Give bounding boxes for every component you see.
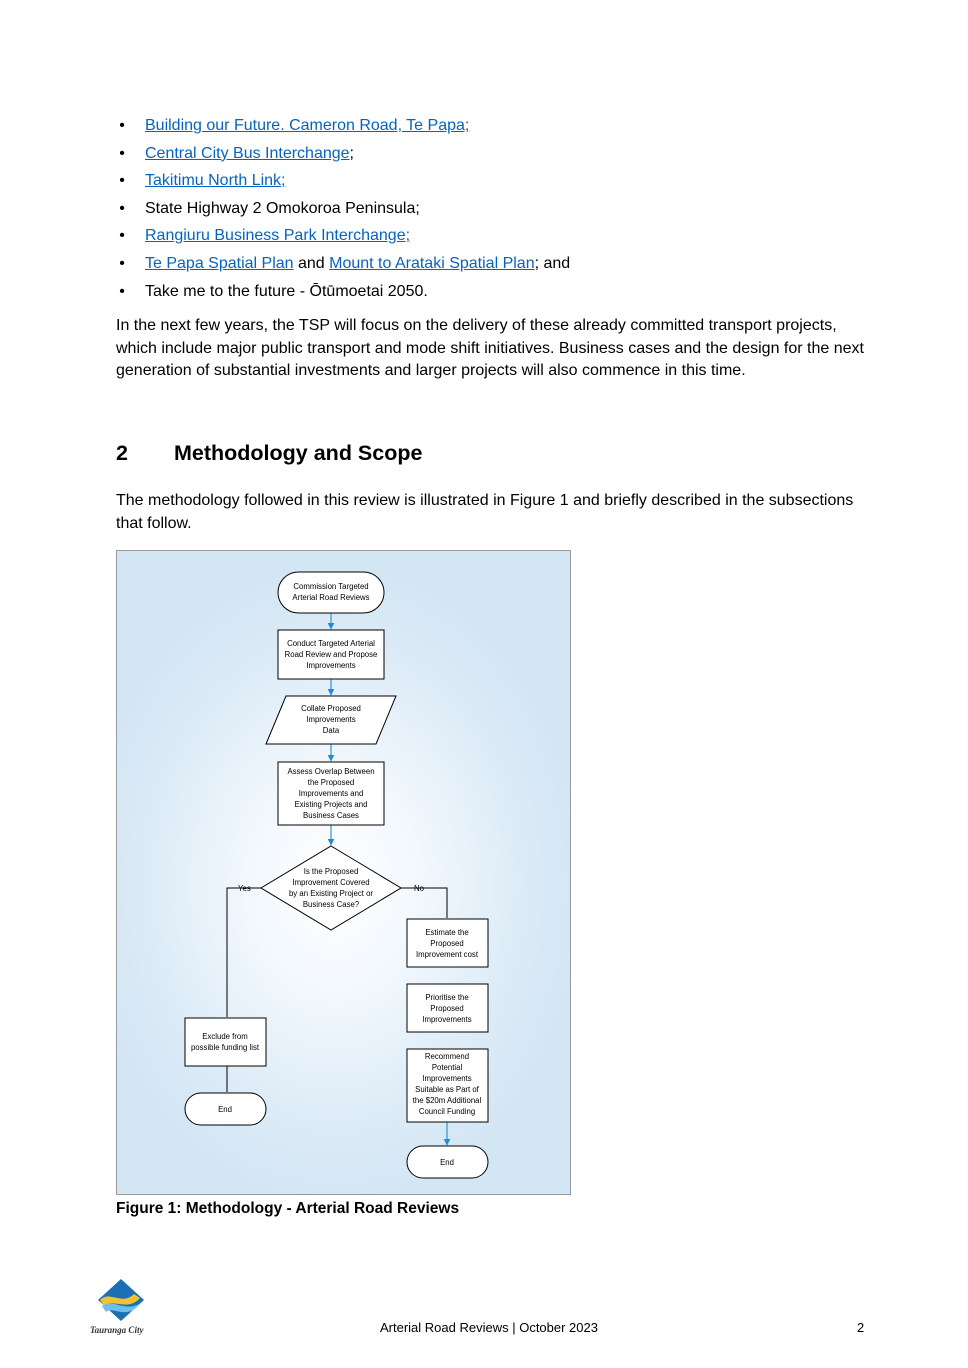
link-building-our-future[interactable]: Building our Future. Cameron Road, Te Pa… <box>145 117 470 134</box>
link-takitimu-north-link[interactable]: Takitimu North Link; <box>145 172 286 190</box>
prioritise-line-2: Proposed <box>430 1004 463 1013</box>
recommend-line-5: the $20m Additional <box>413 1096 482 1105</box>
branch-no <box>401 887 448 918</box>
link-te-papa-spatial-plan[interactable]: Te Papa Spatial Plan <box>145 254 294 272</box>
list-item-tail: ; and <box>534 254 571 272</box>
bullet-icon: • <box>119 282 125 300</box>
estimate-line-3: Improvement cost <box>416 950 479 959</box>
end-terminal-left <box>184 1092 267 1126</box>
end-right-label: End <box>440 1158 454 1167</box>
list-item: • Takitimu North Link; <box>116 169 876 197</box>
section-number: 2 <box>116 441 128 465</box>
link-central-city-bus-interchange[interactable]: Central City Bus Interchange <box>145 144 350 162</box>
project-bullet-list: • Building our Future. Cameron Road, Te P… <box>116 114 876 307</box>
exclude-line-2: possible funding list <box>191 1043 260 1052</box>
recommend-line-4: Suitable as Part of <box>415 1085 480 1094</box>
decision-diamond <box>260 845 402 931</box>
bullet-icon: • <box>119 254 125 272</box>
logo-text: Tauranga City <box>90 1325 144 1335</box>
list-item-tail: ; <box>349 144 354 162</box>
collate-line-2: Improvements <box>306 715 355 724</box>
recommend-line-1: Recommend <box>425 1052 469 1061</box>
methodology-paragraph: The methodology followed in this review … <box>116 492 854 532</box>
exclude-box <box>184 1017 267 1067</box>
review-line-3: Improvements <box>306 661 355 670</box>
logo-wave-blue <box>102 1302 142 1313</box>
bullet-icon: • <box>119 117 125 134</box>
estimate-cost-box <box>406 918 489 968</box>
decision-line-1: Is the Proposed <box>304 867 359 876</box>
assess-line-2: the Proposed <box>308 778 354 787</box>
bullet-icon: • <box>119 172 125 190</box>
list-item: • Central City Bus Interchange; <box>116 142 876 170</box>
review-process-box <box>277 629 385 680</box>
prioritise-box <box>406 983 489 1033</box>
collate-line-3: Data <box>323 726 340 735</box>
prioritise-line-1: Prioritise the <box>425 993 468 1002</box>
recommend-line-2: Potential <box>432 1063 463 1072</box>
recommend-line-3: Improvements <box>422 1074 471 1083</box>
list-item: • Building our Future. Cameron Road, Te P… <box>116 114 876 142</box>
assess-overlap-box <box>277 761 385 826</box>
methodology-flowchart: Yes No Commission Targeted Arterial Road… <box>184 571 489 1179</box>
assess-line-5: Business Cases <box>303 811 359 820</box>
list-item-mid: and <box>293 254 330 272</box>
bullet-icon: • <box>119 144 125 162</box>
estimate-line-1: Estimate the <box>425 928 468 937</box>
branch-yes <box>226 887 261 1017</box>
page-number: 2 <box>857 1320 865 1335</box>
review-line-2: Road Review and Propose <box>285 650 378 659</box>
decision-line-2: Improvement Covered <box>292 878 369 887</box>
methodology-figure: Yes No Commission Targeted Arterial Road… <box>116 550 571 1195</box>
list-item: • Te Papa Spatial Plan and Mount to Arata… <box>116 252 876 280</box>
collate-data-box <box>265 695 397 745</box>
assess-line-1: Assess Overlap Between <box>287 767 374 776</box>
list-item: • State Highway 2 Omokoroa Peninsula; <box>116 197 876 225</box>
assess-line-4: Existing Projects and <box>295 800 368 809</box>
no-label: No <box>414 884 425 893</box>
assess-line-3: Improvements and <box>299 789 364 798</box>
decision-line-4: Business Case? <box>303 900 360 909</box>
end-left-label: End <box>218 1105 232 1114</box>
end-terminal-right <box>406 1145 489 1179</box>
start-line-1: Commission Targeted <box>293 582 368 591</box>
tauranga-city-logo: Tauranga City <box>90 1279 144 1335</box>
recommend-line-6: Council Funding <box>419 1107 475 1116</box>
link-mount-to-arataki-spatial-plan[interactable]: Mount to Arataki Spatial Plan <box>329 254 535 272</box>
start-line-2: Arterial Road Reviews <box>292 593 369 602</box>
bullet-icon: • <box>119 227 125 245</box>
list-item: • Take me to the future - Ōtūmoetai 2050. <box>116 280 876 308</box>
start-terminal <box>277 571 385 614</box>
prioritise-line-3: Improvements <box>422 1015 471 1024</box>
decision-line-3: by an Existing Project or <box>289 889 373 898</box>
list-item-text: Take me to the future - Ōtūmoetai 2050. <box>145 282 428 300</box>
review-line-1: Conduct Targeted Arterial <box>287 639 375 648</box>
list-item: • Rangiuru Business Park Interchange; <box>116 224 876 252</box>
collate-line-1: Collate Proposed <box>301 704 361 713</box>
recommend-box <box>406 1048 489 1123</box>
footer-title: Arterial Road Reviews | October 2023 <box>380 1320 598 1335</box>
estimate-line-2: Proposed <box>430 939 463 948</box>
yes-label: Yes <box>238 884 251 893</box>
intro-paragraph: In the next few years, the TSP will focu… <box>116 317 864 380</box>
decision-branches <box>226 887 448 1092</box>
figure-caption: Figure 1: Methodology - Arterial Road Re… <box>116 1200 460 1217</box>
bullet-icon: • <box>119 199 125 217</box>
section-heading: 2 Methodology and Scope <box>116 438 422 468</box>
list-item-text: State Highway 2 Omokoroa Peninsula; <box>145 199 420 217</box>
logo-wave-yellow <box>100 1294 140 1306</box>
link-rangiuru-business-park[interactable]: Rangiuru Business Park Interchange; <box>145 227 411 245</box>
exclude-line-1: Exclude from <box>202 1032 248 1041</box>
section-title: Methodology and Scope <box>174 441 423 465</box>
